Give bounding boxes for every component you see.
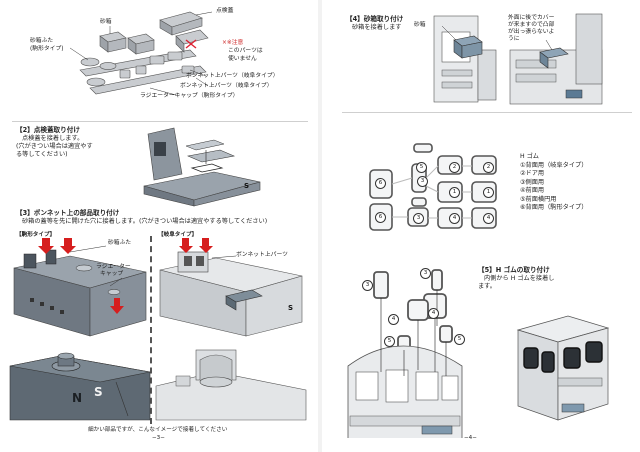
komagata-label-radiator-1: ラジエーター	[96, 264, 131, 270]
page-3: 点検蓋 砂箱 砂箱ふた (駒形タイプ) ×※注意 このパーツは 使いません ボン…	[0, 0, 318, 452]
hgomu-item-5: ⑤前面横円用	[520, 196, 557, 203]
hgomu-item-2: ②ドア用	[520, 170, 545, 177]
gifu-closeup	[155, 346, 307, 421]
hgomu-title: H ゴム	[520, 153, 539, 160]
section2-title: 【2】点検蓋取り付け	[16, 126, 80, 134]
section5-line2: ます。	[478, 283, 496, 290]
svg-text:S: S	[244, 182, 249, 190]
divider-top	[12, 121, 308, 122]
svg-text:S: S	[288, 304, 293, 312]
section2-line2: (穴がきつい場合は適宜やす	[16, 143, 93, 150]
hgomu-num-3b: 3	[413, 213, 424, 224]
section4-render-left	[433, 15, 497, 103]
label-radiator-cap: ラジエーターキャップ（駒形タイプ）	[140, 93, 239, 99]
label-sunabako-futa: 砂箱ふた	[30, 38, 54, 44]
hgomu-num-2b: 2	[483, 162, 494, 173]
section5-num-4a: 4	[388, 314, 399, 325]
section5-line1: 内側から H ゴムを接着し	[484, 275, 555, 282]
section2-line3: る等してください)	[16, 151, 68, 158]
svg-text:N: N	[72, 391, 82, 405]
label-bonnet-upper-gifu-2: ボンネット上パーツ（岐阜タイプ）	[180, 83, 273, 89]
caption: 細かい部品ですが、こんなイメージで接着してください	[88, 427, 228, 433]
hgomu-num-5-top: 5	[416, 162, 427, 173]
hgomu-num-2a: 2	[449, 162, 460, 173]
label-note-line1: このパーツは	[228, 48, 263, 54]
section5-num-5a: 5	[384, 336, 395, 347]
section4-line1: 砂箱を接着します	[352, 24, 402, 31]
label-note-mark: ×※注意	[222, 40, 244, 46]
section5-num-5b: 5	[454, 334, 465, 345]
hgomu-item-3: ③側面用	[520, 179, 545, 186]
hgomu-num-4a: 4	[449, 213, 460, 224]
komagata-label-sunabako-futa: 砂箱ふた	[108, 240, 132, 246]
label-tenken-bako: 点検蓋	[216, 8, 234, 14]
komagata-closeup: N S	[9, 346, 151, 421]
section2-render: S	[134, 124, 264, 207]
hgomu-num-1b: 1	[483, 187, 494, 198]
hgomu-item-4: ④前面用	[520, 187, 545, 194]
section3-title: 【3】ボンネット上の部品取り付け	[16, 209, 120, 217]
hgomu-num-6a: 6	[375, 178, 386, 189]
hgomu-num-4b: 4	[483, 213, 494, 224]
section2-line1: 点検蓋を接着します。	[22, 135, 84, 142]
section4-hint-3: が出っ張らないよ	[508, 29, 555, 35]
hgomu-num-1a: 1	[449, 187, 460, 198]
page-number-4: −4−	[464, 435, 477, 441]
hgomu-num-3a: 3	[417, 176, 428, 187]
section5-assembled-cab	[516, 315, 610, 421]
gifu-title: 【岐阜タイプ】	[158, 232, 198, 238]
hgomu-item-6: ⑥背面用（駒形タイプ）	[520, 204, 588, 211]
page-number-3: −3−	[152, 435, 165, 441]
komagata-render	[13, 238, 147, 337]
section5-title: 【5】H ゴムの取り付け	[478, 266, 550, 274]
section3-line1: 砂箱の蓋等を先に開けた穴に接着します。(穴がきつい場合は適宜やする等してください…	[22, 218, 268, 225]
svg-text:S: S	[94, 385, 103, 399]
book-gutter	[318, 0, 322, 452]
label-bonnet-upper-gifu: ボンネット上パーツ（岐阜タイプ）	[186, 73, 279, 79]
divider-right-top	[342, 112, 632, 113]
section4-hint-1: 外面に後でカバー	[508, 15, 555, 21]
label-sunabako-futa-type: (駒形タイプ)	[30, 46, 64, 52]
label-note-line2: 使いません	[228, 56, 257, 62]
section4-label-sunabako: 砂箱	[414, 22, 426, 28]
section4-hint-2: が来ますので凸部	[508, 22, 555, 28]
komagata-title: 【駒形タイプ】	[16, 232, 56, 238]
section5-num-3a: 3	[362, 280, 373, 291]
label-sunabako: 砂箱	[100, 19, 112, 25]
section5-num-4b: 4	[428, 308, 439, 319]
section4-title: 【4】砂箱取り付け	[346, 15, 404, 23]
section5-exploded-cab	[347, 269, 463, 438]
parts-exploded-diagram	[69, 11, 213, 96]
section5-num-3b: 3	[420, 268, 431, 279]
gifu-render: S	[159, 238, 303, 337]
page-4: 【4】砂箱取り付け 砂箱を接着します 砂箱 外面に後でカバー が来ますので凸部	[322, 0, 640, 452]
section4-render-right	[509, 13, 603, 105]
gifu-label-bonnet-upper: ボンネット上パーツ	[236, 252, 288, 258]
hgomu-item-1: ①背面用（岐阜タイプ）	[520, 162, 588, 169]
komagata-label-radiator-2: キャップ	[100, 271, 124, 277]
section4-hint-4: うに	[508, 36, 520, 42]
type-divider	[150, 236, 152, 424]
hgomu-num-6b: 6	[375, 212, 386, 223]
